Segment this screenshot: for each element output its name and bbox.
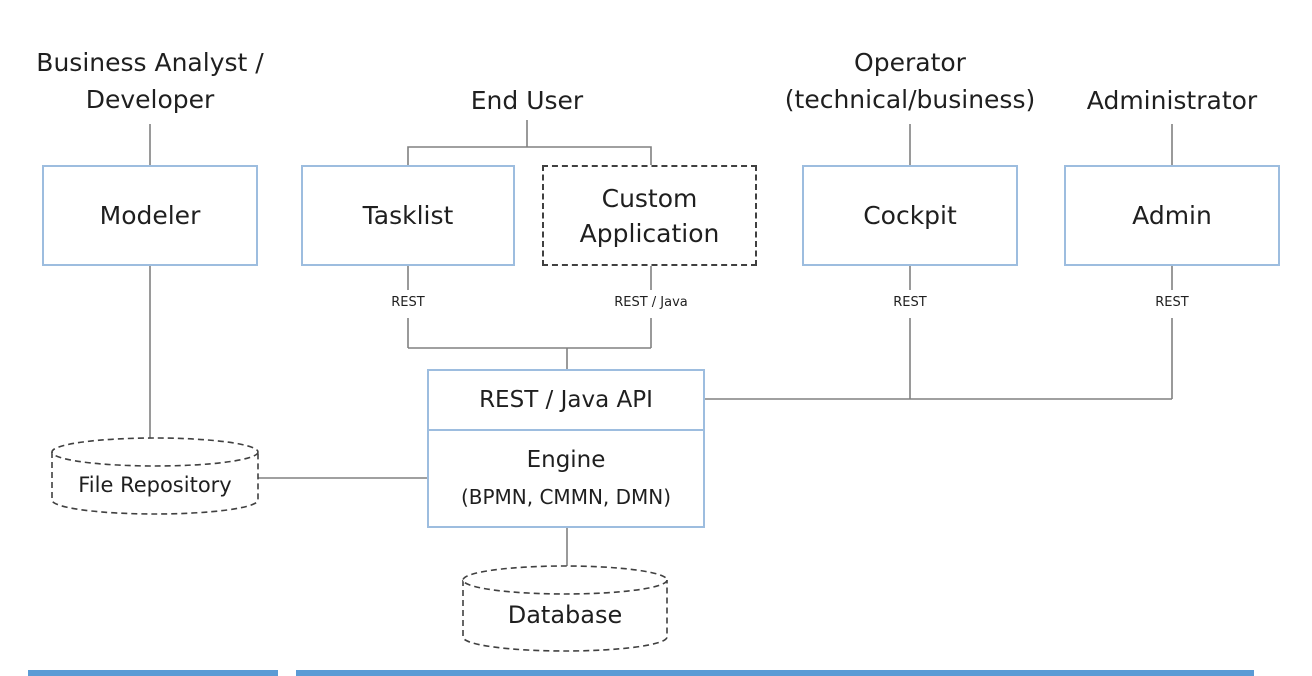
custom-application-box: Custom Application <box>542 165 757 266</box>
admin-protocol-label: REST <box>1155 295 1189 310</box>
api-title: REST / Java API <box>429 371 703 431</box>
tasklist-box: Tasklist <box>301 165 515 266</box>
engine-notations: (BPMN, CMMN, DMN) <box>460 484 672 509</box>
bottom-bar-left <box>28 670 278 676</box>
file-repository-cylinder <box>51 437 259 515</box>
tasklist-protocol-label: REST <box>391 295 425 310</box>
modeler-box: Modeler <box>42 165 258 266</box>
engine-label: Engine <box>526 446 606 473</box>
actor-end-user: End User <box>470 86 584 115</box>
admin-box: Admin <box>1064 165 1280 266</box>
end-user-fork-line <box>407 146 652 165</box>
engine-section: Engine (BPMN, CMMN, DMN) <box>429 431 703 526</box>
database-label: Database <box>507 601 623 629</box>
cockpit-protocol-label: REST <box>893 295 927 310</box>
custom-app-protocol-label: REST / Java <box>614 295 688 310</box>
actor-operator: Operator (technical/business) <box>784 48 1036 114</box>
cockpit-box: Cockpit <box>802 165 1018 266</box>
bottom-bar-right <box>296 670 1254 676</box>
file-repository-label: File Repository <box>78 473 232 497</box>
api-engine-block: REST / Java API Engine (BPMN, CMMN, DMN) <box>427 369 705 528</box>
actor-business-analyst: Business Analyst / Developer <box>36 48 264 114</box>
database-cylinder <box>462 565 668 652</box>
actor-administrator: Administrator <box>1086 86 1258 115</box>
